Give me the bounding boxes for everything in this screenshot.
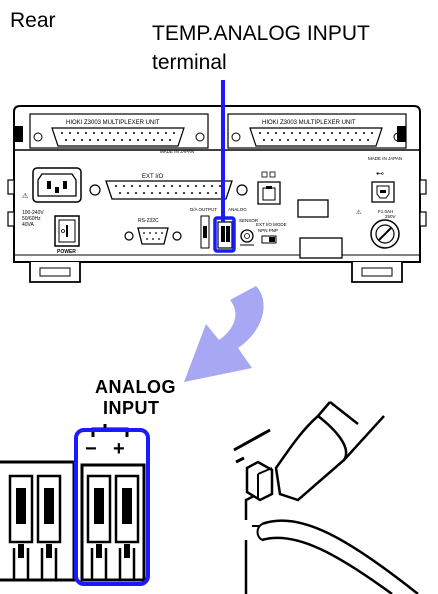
ac-inlet (33, 168, 81, 202)
zoom-arrow (184, 286, 264, 382)
dia-output-label: D/A OUTPUT (190, 207, 217, 212)
plus-sign: + (113, 438, 125, 460)
made-in-japan-right: MADE IN JAPAN (368, 156, 402, 161)
ext-mode-label: EXT I/O MODE (256, 222, 287, 227)
device-rear-panel: HIOKI Z3003 MULTIPLEXER UNIT HIOKI Z3003… (8, 106, 426, 282)
multiplexer-unit-right: HIOKI Z3003 MULTIPLEXER UNIT (228, 114, 406, 148)
label-slot (298, 200, 328, 217)
ext-io-label: EXT I/O (142, 174, 164, 180)
unit2-tag (397, 126, 406, 142)
fuse-voltage-label: 250V (385, 214, 396, 219)
minus-sign: − (85, 438, 97, 460)
label-slot-2 (300, 238, 342, 258)
multiplexer-unit-left: HIOKI Z3003 MULTIPLEXER UNIT (30, 114, 208, 148)
power-switch: POWER (55, 216, 79, 255)
svg-text:⚠: ⚠ (22, 192, 28, 200)
screwdriver-wire-illustration (234, 402, 418, 594)
fuse-holder (371, 220, 399, 248)
power-label: POWER (57, 249, 76, 255)
unit-right-label: HIOKI Z3003 MULTIPLEXER UNIT (262, 120, 356, 126)
svg-text:⚠: ⚠ (356, 209, 362, 216)
rs232c-label: RS-232C (138, 218, 159, 224)
unit1-tag (14, 126, 23, 142)
power-va-label: 40VA (22, 222, 35, 228)
made-in-japan-left: MADE IN JAPAN (160, 149, 194, 154)
svg-text:⊷: ⊷ (376, 169, 384, 178)
analog-terminal-small (218, 222, 232, 248)
terminal-block-zoom: − + (0, 424, 148, 584)
unit-left-label: HIOKI Z3003 MULTIPLEXER UNIT (66, 120, 160, 126)
npn-pnp-label: NPN PNP (258, 228, 278, 233)
analog-small-label: ANALOG (228, 207, 247, 212)
